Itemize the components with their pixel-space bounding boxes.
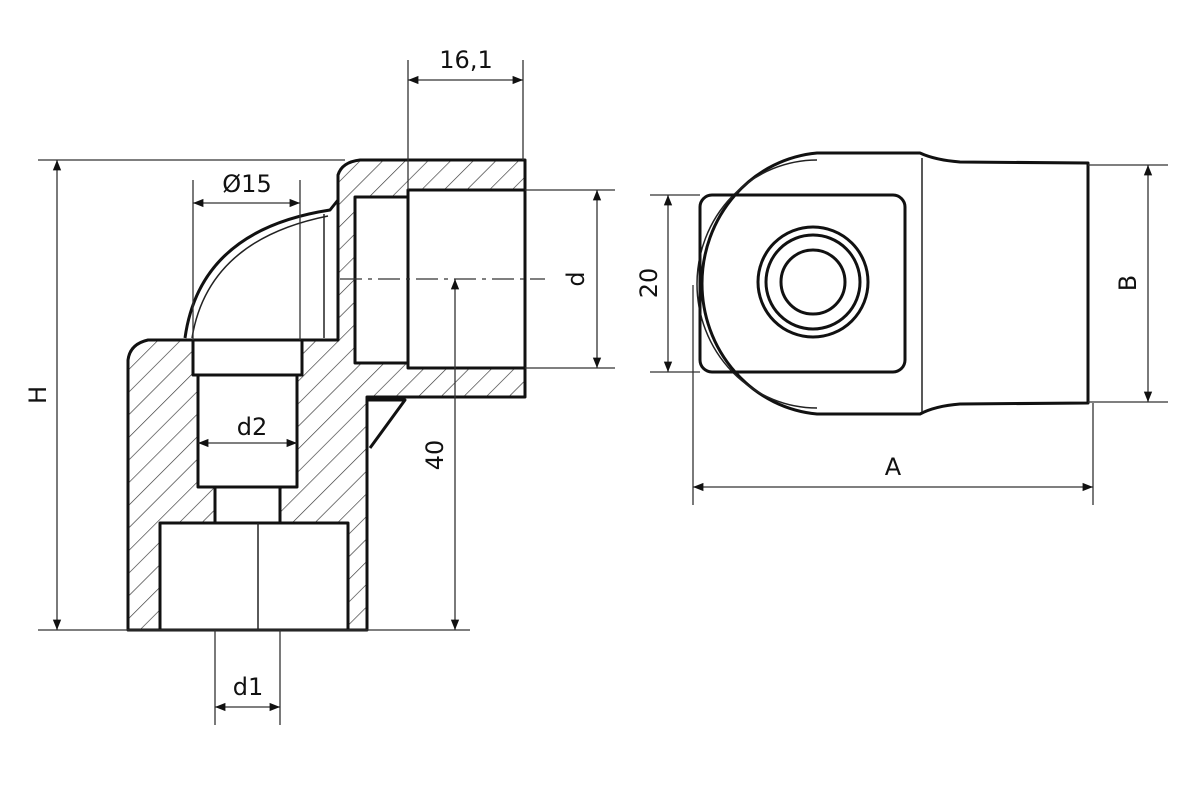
bore-d1 (213, 485, 282, 525)
dim-A: A (885, 453, 902, 481)
dim-d1: d1 (233, 673, 264, 701)
dim-20: 20 (635, 268, 663, 299)
side-dimensions: 20 B A (635, 164, 1168, 505)
side-view (696, 151, 1090, 416)
dim-d: d (562, 271, 590, 286)
section-view (126, 158, 545, 632)
elbow-arc (183, 199, 340, 339)
dim-B: B (1114, 275, 1142, 291)
lower-bore (158, 521, 350, 632)
outer-ring (756, 225, 870, 339)
side-outline (700, 151, 1090, 416)
dim-40: 40 (421, 440, 449, 471)
dim-d2: d2 (237, 413, 268, 441)
rib (367, 398, 407, 449)
vertical-bore-ring (191, 338, 304, 377)
dim-H: H (24, 386, 52, 404)
section-hatching (128, 160, 525, 630)
dim-diameter-15: Ø15 (222, 170, 271, 198)
upper-bore-small (353, 195, 410, 365)
fitting-outline (126, 158, 527, 632)
dim-16-1: 16,1 (439, 46, 492, 74)
section-dimensions: 16,1 Ø15 d H d2 40 d1 (24, 46, 615, 725)
inner-hole (779, 248, 847, 316)
inner-square (698, 193, 907, 374)
